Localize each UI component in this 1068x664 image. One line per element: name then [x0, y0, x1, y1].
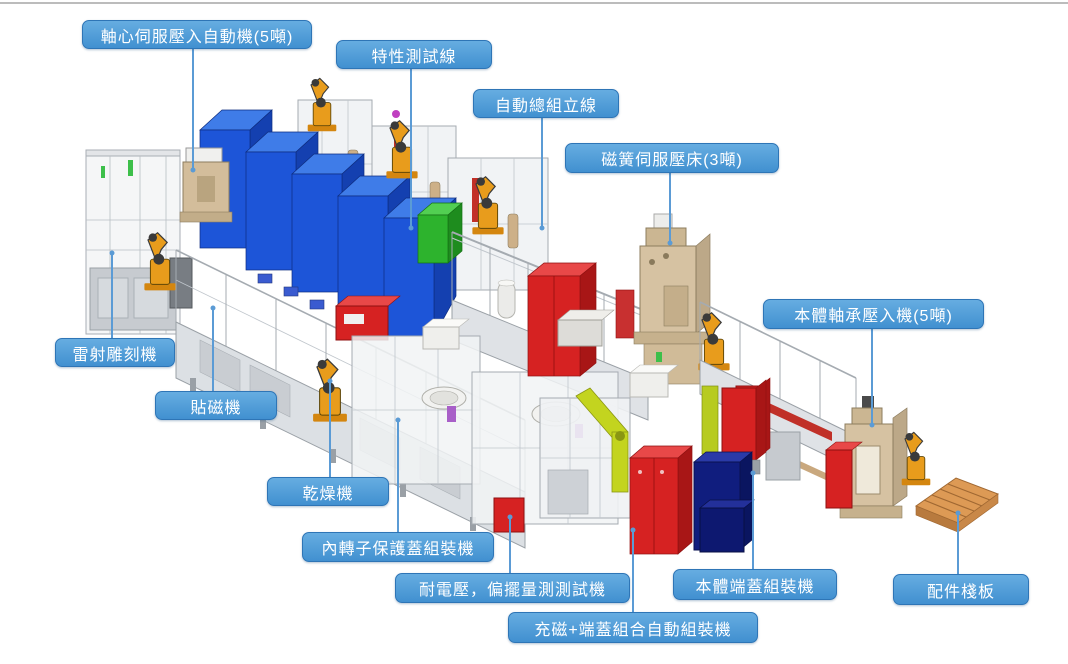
red-unit	[335, 295, 401, 341]
machine-label-shaft-servo-press-in-machine: 軸心伺服壓入自動機(5噸)	[82, 20, 312, 49]
leader-dot-withstand-voltage-runout-test-machine	[507, 514, 513, 520]
machine-label-accessory-pallet: 配件棧板	[893, 574, 1029, 605]
blue-electrical-cabinets	[199, 109, 457, 337]
machine-label-body-bearing-press-in-machine: 本體軸承壓入機(5噸)	[763, 299, 984, 329]
gray-cabinet	[169, 257, 193, 309]
machine-label-magnetic-reed-servo-press: 磁簧伺服壓床(3噸)	[565, 143, 779, 173]
machine-label-body-end-cover-assembly-machine: 本體端蓋組裝機	[673, 569, 837, 600]
reed-servo-press	[633, 213, 711, 385]
magnetizing-assembly-cluster	[539, 364, 679, 519]
leader-dot-body-end-cover-assembly-machine	[750, 470, 756, 476]
machine-label-inner-rotor-protective-cover-assembly-machine: 內轉子保護蓋組裝機	[302, 532, 494, 562]
wooden-pallet	[914, 477, 1000, 533]
leader-dot-drying-machine	[327, 378, 333, 384]
misc-parts	[497, 279, 635, 347]
machine-label-withstand-voltage-runout-test-machine: 耐電壓，偏擺量測測試機	[395, 573, 630, 603]
machine-label-magnet-attaching-machine: 貼磁機	[155, 391, 277, 420]
end-cover-red-cabinets	[629, 445, 693, 555]
machine-label-drying-machine: 乾燥機	[267, 477, 389, 506]
machine-label-magnetizing-end-cover-auto-assembly-machine: 充磁+端蓋組合自動組裝機	[508, 612, 758, 643]
leader-dot-magnetizing-end-cover-auto-assembly-machine	[630, 527, 636, 533]
leader-dot-laser-engraving-machine	[109, 250, 115, 256]
leader-dot-magnet-attaching-machine	[210, 305, 216, 311]
red-tall-cabinet	[721, 379, 767, 475]
bearing-press-machine	[839, 396, 908, 519]
press-red-cabinet	[825, 441, 863, 509]
top-border	[0, 2, 1068, 4]
leader-lines	[109, 47, 961, 612]
machine-label-laser-engraving-machine: 雷射雕刻機	[55, 338, 175, 367]
leader-dot-accessory-pallet	[955, 510, 961, 516]
leader-dot-body-bearing-press-in-machine	[869, 422, 875, 428]
machine-label-characteristic-test-line: 特性測試線	[336, 40, 492, 69]
leader-dot-inner-rotor-protective-cover-assembly-machine	[395, 417, 401, 423]
machine-label-auto-final-assembly-line: 自動總組立線	[473, 89, 619, 118]
navy-bins	[693, 451, 755, 553]
leader-dot-characteristic-test-line	[408, 225, 414, 231]
leader-dot-auto-final-assembly-line	[539, 225, 545, 231]
leader-dot-shaft-servo-press-in-machine	[190, 167, 196, 173]
leader-dot-magnetic-reed-servo-press	[667, 240, 673, 246]
